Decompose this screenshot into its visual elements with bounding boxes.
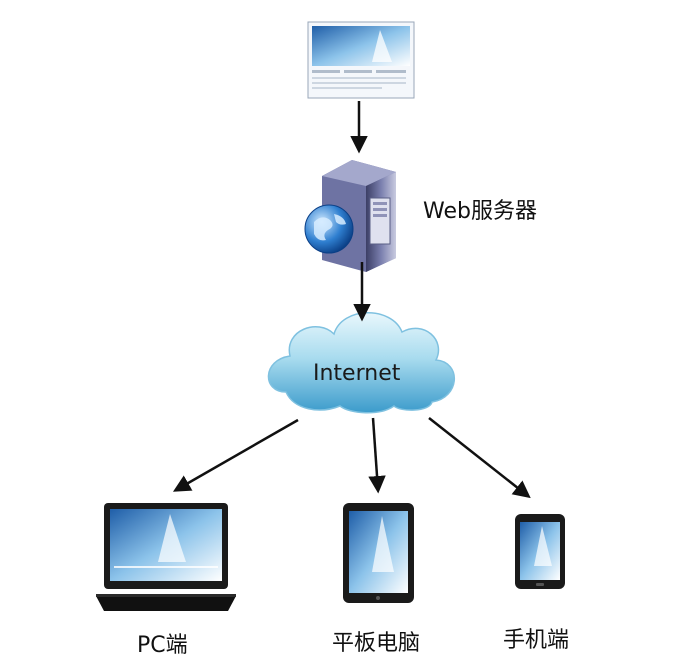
cloud-icon bbox=[267, 312, 455, 414]
server-globe-icon bbox=[304, 160, 396, 272]
arrow-internet-to-phone bbox=[428, 417, 531, 499]
phone-label: 手机端 bbox=[503, 628, 570, 653]
connection-arrows bbox=[172, 101, 531, 499]
arrow-internet-to-tablet bbox=[368, 417, 386, 494]
arrow-internet-to-pc bbox=[172, 418, 299, 492]
webpage-screenshot-icon bbox=[307, 21, 415, 99]
tablet-label: 平板电脑 bbox=[332, 631, 421, 656]
pc-label: PC端 bbox=[137, 633, 188, 658]
server-label: Web服务器 bbox=[423, 199, 537, 224]
laptop-icon bbox=[96, 503, 236, 611]
internet-label: Internet bbox=[313, 361, 401, 386]
phone-icon bbox=[515, 514, 565, 589]
tablet-icon bbox=[343, 503, 414, 603]
